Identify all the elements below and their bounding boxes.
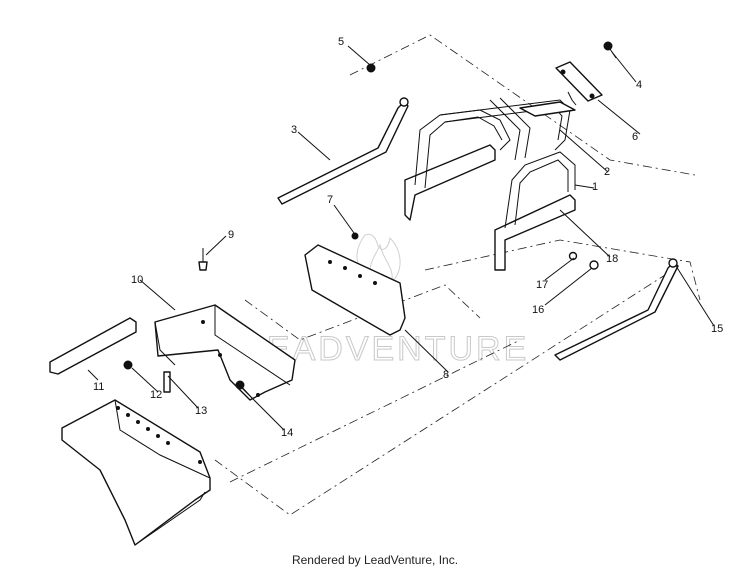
callout-13: 13 <box>195 405 207 417</box>
callout-12: 12 <box>150 389 162 401</box>
callout-10: 10 <box>131 274 143 286</box>
rod-right <box>554 258 679 361</box>
alignment-lines <box>214 34 701 516</box>
callout-6: 6 <box>632 131 638 143</box>
callout-17: 17 <box>536 279 548 291</box>
callout-2: 2 <box>604 166 610 178</box>
nut-5 <box>366 63 376 73</box>
fasteners <box>198 41 617 271</box>
bolt-7 <box>351 232 359 240</box>
mounting-plate <box>555 61 603 106</box>
bolt-9 <box>198 248 208 271</box>
leader-lines <box>87 45 715 431</box>
rack-frame <box>404 97 576 271</box>
callout-3: 3 <box>291 124 297 136</box>
nut-16 <box>589 260 599 270</box>
footer-credit: Rendered by LeadVenture, Inc. <box>291 553 459 567</box>
callout-18: 18 <box>606 253 618 265</box>
callout-5: 5 <box>338 36 344 48</box>
callout-9: 9 <box>228 229 234 241</box>
nut-12 <box>123 360 133 370</box>
callout-15: 15 <box>711 323 723 335</box>
callout-1: 1 <box>592 181 598 193</box>
callout-16: 16 <box>532 304 544 316</box>
skid-plate <box>304 244 406 336</box>
callout-11: 11 <box>93 381 104 393</box>
callout-4: 4 <box>636 79 642 91</box>
callout-14: 14 <box>281 427 293 439</box>
bolt-13 <box>163 371 171 393</box>
bracket <box>154 304 296 401</box>
bolt-4 <box>603 41 617 59</box>
callout-8: 8 <box>443 369 449 381</box>
vehicle-frame <box>61 399 211 546</box>
bar <box>49 317 137 375</box>
rod-left <box>277 97 409 205</box>
callouts: 1 2 3 4 5 6 7 8 9 10 11 12 13 14 15 16 1… <box>93 36 723 439</box>
callout-7: 7 <box>327 194 333 206</box>
washer-17 <box>568 251 578 261</box>
